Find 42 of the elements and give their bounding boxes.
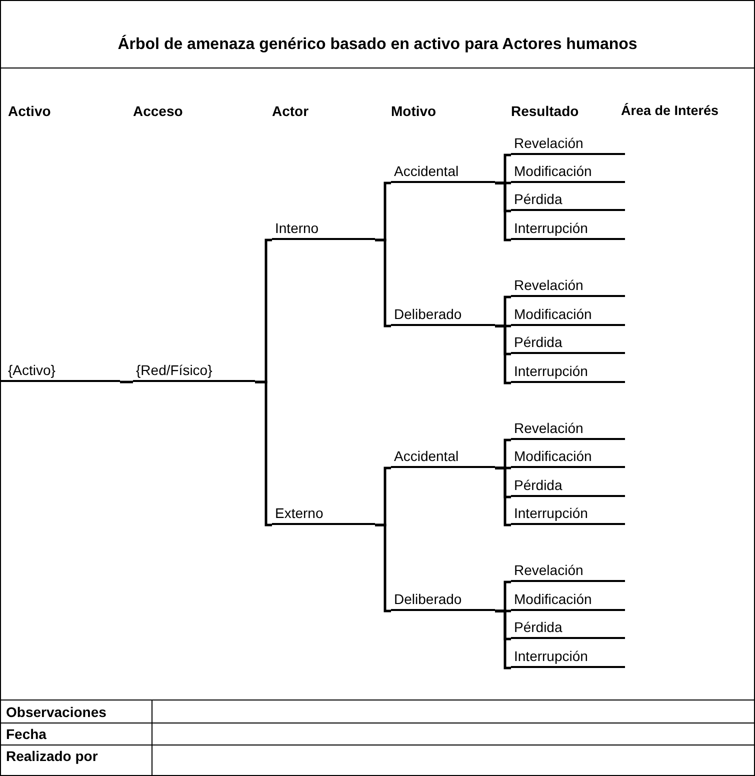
tree-node: Modificación (511, 159, 625, 183)
tree-connector (375, 524, 391, 612)
tree-node: Interrupción (511, 501, 625, 525)
tree-node: Revelación (511, 273, 625, 297)
tree-node: Interrupción (511, 216, 625, 240)
tree-node: {Activo} (0, 358, 120, 382)
tree-node: Deliberado (391, 587, 495, 611)
tree-node: Modificación (511, 587, 625, 611)
tree-node: Interrupción (511, 359, 625, 383)
column-header: Acceso (133, 102, 183, 120)
column-header: Motivo (391, 102, 436, 120)
column-header: Resultado (511, 102, 579, 120)
tree-node: {Red/Físico} (133, 358, 255, 382)
tree-node: Modificación (511, 302, 625, 326)
column-header: Actor (272, 102, 309, 120)
tree-node: Accidental (391, 159, 495, 183)
row-label: Fecha (6, 725, 46, 743)
tree-node: Pérdida (511, 330, 625, 354)
tree-node: Externo (272, 501, 375, 525)
tree-connector (120, 380, 133, 384)
row-label: Realizado por (6, 747, 98, 765)
tree-connector (495, 466, 511, 526)
tree-node: Accidental (391, 444, 495, 468)
tree-connector (495, 610, 511, 670)
tree-node: Interno (272, 216, 375, 240)
tree-node: Revelación (511, 416, 625, 440)
tree-connector (495, 324, 511, 384)
tree-connector (495, 182, 511, 242)
tree-node: Pérdida (511, 187, 625, 211)
tree-connector (255, 380, 272, 526)
row-label: Observaciones (6, 703, 106, 721)
tree-node: Modificación (511, 444, 625, 468)
column-header: Área de Interés (621, 102, 719, 120)
tree-node: Pérdida (511, 473, 625, 497)
tree-node: Pérdida (511, 615, 625, 639)
tree-node: Revelación (511, 558, 625, 582)
column-header: Activo (8, 102, 51, 120)
tree-node: Revelación (511, 131, 625, 155)
tree-connector (375, 238, 391, 328)
title: Árbol de amenaza genérico basado en activo para Actores humanos (118, 36, 638, 53)
tree-node: Deliberado (391, 302, 495, 326)
tree-node: Interrupción (511, 644, 625, 668)
